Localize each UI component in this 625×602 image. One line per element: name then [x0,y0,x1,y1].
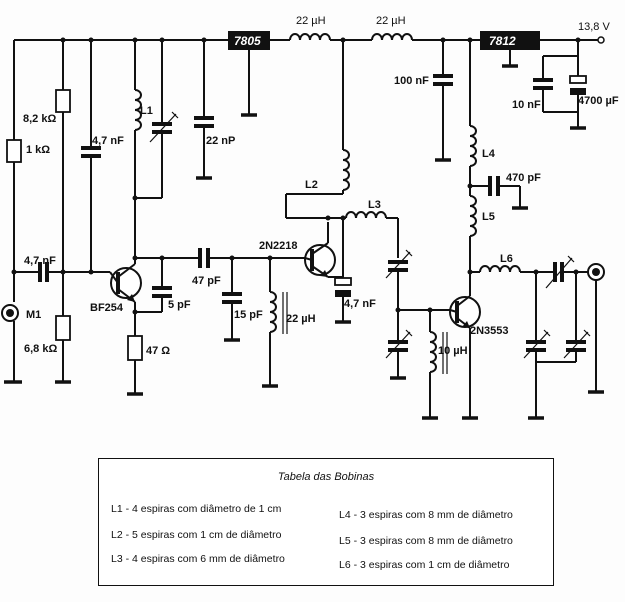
coil-table-item-l1: L1 - 4 espiras com diâmetro de 1 cm [111,503,282,515]
label-choke1: 22 µH [296,15,326,27]
label-l2: L2 [305,179,318,191]
capacitor-100nf [433,40,453,162]
coil-l3 [345,211,399,258]
label-4n7-input: 4,7 nF [24,255,56,267]
label-10nf: 10 nF [512,99,541,111]
top-rail [14,33,605,44]
label-22uh: 22 µH [286,313,316,325]
coil-table-item-l5: L5 - 3 espiras com 8 mm de diâmetro [339,535,513,547]
trimmer-l3 [385,249,413,342]
trimmers-output [523,272,591,420]
regulator-7805 [228,31,270,117]
trimmer-base [385,307,450,380]
label-l3: L3 [368,199,381,211]
label-47ohm: 47 Ω [146,345,170,357]
coil-table-item-l2: L2 - 5 espiras com 1 cm de diâmetro [111,529,282,541]
capacitor-4n7-a [81,40,101,272]
label-l5: L5 [482,211,495,223]
capacitor-15pf [222,258,242,342]
microphone-m1 [1,304,22,384]
coil-22uh-rf [262,258,288,388]
transistor-bf254 [109,258,142,312]
regulator-7812 [480,31,540,68]
capacitors-10nf-4700uf [533,40,587,130]
coil-table-title: Tabela das Bobinas [277,471,375,483]
label-2n3553: 2N3553 [470,325,509,337]
label-l4: L4 [482,148,496,160]
label-choke2: 22 µH [376,15,406,27]
coil-table: Tabela das Bobinas L1 - 4 espiras com di… [98,458,554,586]
label-1k: 1 kΩ [26,144,50,156]
capacitor-4n7-input [14,262,110,282]
label-6k8: 6,8 kΩ [24,343,57,355]
coupling-47pf [135,248,305,268]
label-22np: 22 nP [206,135,235,147]
coil-table-item-l3: L3 - 4 espiras com 6 mm de diâmetro [111,553,285,565]
resistor-8k2 [55,40,71,316]
resistor-1k-branch [6,40,22,302]
coils-l4-l5 [467,40,477,275]
label-4700uf: 4700 µF [578,95,619,107]
label-l6: L6 [500,253,513,265]
label-47pf: 47 pF [192,275,221,287]
label-5pf: 5 pF [168,299,191,311]
label-100nf: 100 nF [394,75,429,87]
label-7812: 7812 [489,34,516,48]
label-supply: 13,8 V [578,21,610,33]
label-2n2218: 2N2218 [259,240,298,252]
transistor-2n2218 [304,222,343,278]
label-470pf: 470 pF [506,172,541,184]
label-bf254: BF254 [90,302,124,314]
label-15pf: 15 pF [234,309,263,321]
label-4n7-a: 4,7 nF [92,135,124,147]
label-l1: L1 [140,105,153,117]
label-7805: 7805 [234,34,261,48]
transistor-2n3553 [449,272,481,420]
resistor-6k8 [55,315,71,384]
label-m1: M1 [26,309,41,321]
coil-l6-output [470,255,605,394]
capacitor-22np [194,40,214,180]
capacitor-470pf [470,176,528,210]
label-4n7-b: 4,7 nF [344,298,376,310]
capacitor-4n7-b [334,218,352,324]
coil-l1-tank [132,40,179,261]
coil-table-item-l4: L4 - 3 espiras com 8 mm de diâmetro [339,509,513,521]
resistor-47 [127,312,143,396]
label-10uh: 10 µH [438,345,468,357]
coil-table-item-l6: L6 - 3 espiras com 1 cm de diâmetro [339,559,510,571]
coil-10uh [422,310,448,420]
label-8k2: 8,2 kΩ [23,113,56,125]
coil-l2 [285,40,350,221]
